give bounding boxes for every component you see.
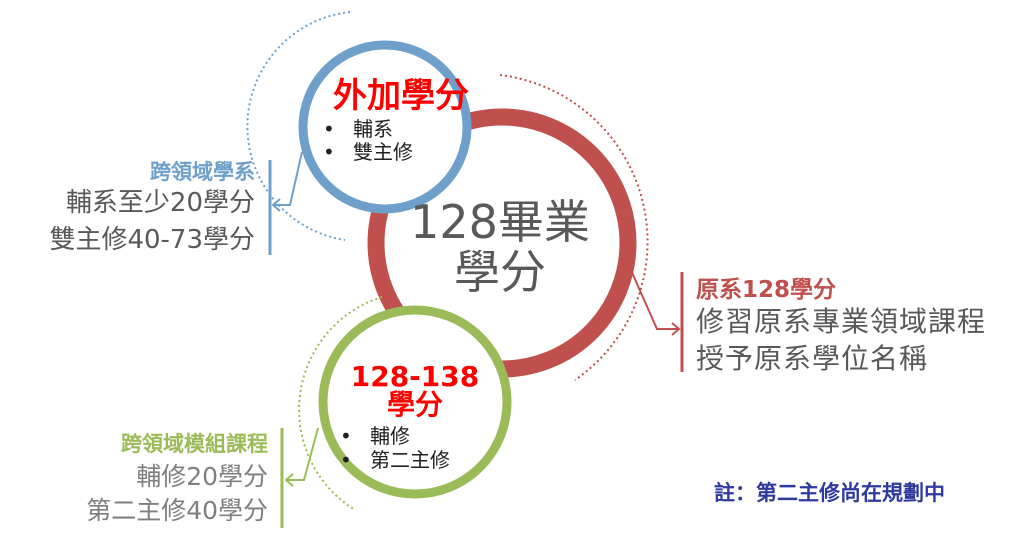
cross-field-module-line: 第二主修40學分 — [86, 496, 268, 525]
home-department-line: 修習原系專業領域課程 — [696, 305, 987, 338]
module-credits-title-line2: 學分 — [386, 388, 443, 421]
module-dotted-arc — [298, 296, 383, 511]
list-item-label: 輔修 — [370, 424, 410, 448]
red-callout-arrowhead — [671, 322, 681, 336]
module-credit-ring — [318, 305, 512, 499]
module-credits-title: 128-138 學分 — [340, 363, 490, 419]
extra-credits-title: 外加學分 — [333, 76, 469, 116]
module-credits-title-line1: 128-138 — [350, 360, 480, 393]
list-item: • 輔修 — [340, 424, 450, 448]
bullet-icon: • — [323, 117, 335, 141]
cross-field-module-heading: 跨領域模組課程 — [121, 432, 268, 456]
extra-credits-list: • 輔系 • 雙主修 — [323, 118, 413, 164]
green-callout-pointer — [287, 427, 319, 481]
bullet-icon: • — [340, 448, 352, 472]
home-department-line: 授予原系學位名稱 — [696, 342, 929, 375]
list-item-label: 輔系 — [353, 117, 393, 141]
cross-field-department-line: 雙主修40-73學分 — [49, 225, 255, 255]
graduation-credits-line2: 學分 — [454, 244, 546, 299]
green-callout-arrowhead — [284, 473, 294, 487]
footnote: 註：第二主修尚在規劃中 — [714, 481, 945, 505]
cross-field-department-line: 輔系至少20學分 — [65, 188, 255, 218]
list-item-label: 雙主修 — [353, 140, 413, 164]
bullet-icon: • — [323, 140, 335, 164]
extra-dotted-arc — [246, 11, 351, 241]
module-credits-list: • 輔修 • 第二主修 — [340, 424, 450, 472]
home-department-heading: 原系128學分 — [696, 277, 837, 303]
list-item: • 雙主修 — [323, 141, 413, 164]
blue-callout-pointer — [274, 151, 303, 206]
red-callout-pointer — [629, 267, 679, 330]
bullet-icon: • — [340, 424, 352, 448]
list-item: • 輔系 — [323, 118, 413, 141]
extra-credit-ring — [298, 40, 472, 214]
graduation-credits-line1: 128畢業 — [410, 195, 590, 249]
graduation-credits-label: 128畢業 學分 — [400, 195, 600, 299]
cross-field-department-heading: 跨領域學系 — [150, 160, 255, 184]
main-dotted-arc — [499, 74, 649, 381]
list-item-label: 第二主修 — [370, 448, 450, 472]
blue-callout-arrowhead — [271, 198, 281, 212]
list-item: • 第二主修 — [340, 448, 450, 472]
cross-field-module-line: 輔修20學分 — [136, 462, 268, 491]
